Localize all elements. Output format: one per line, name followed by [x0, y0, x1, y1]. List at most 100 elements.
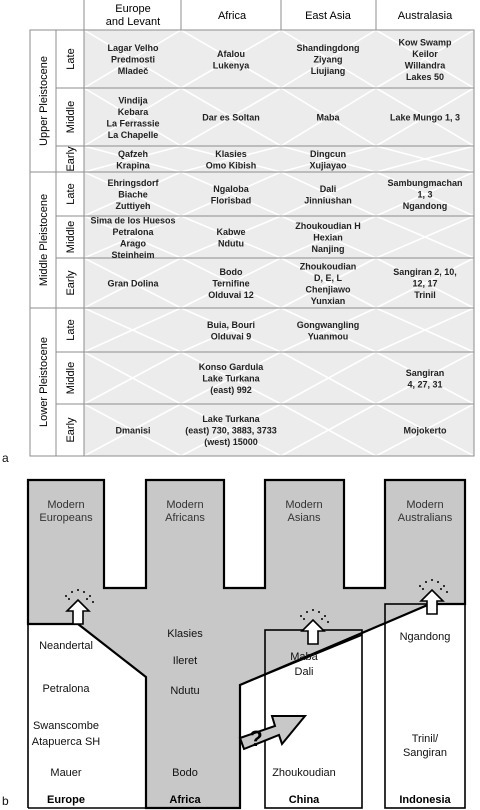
site-name: Steinheim: [111, 250, 154, 260]
fossil-site-label: Petralona: [42, 683, 90, 695]
sparkle-dot: [446, 591, 448, 593]
branch-top-label: Europeans: [39, 512, 93, 524]
site-name: Ziyang: [313, 55, 342, 65]
fossil-site-label: Ndutu: [170, 685, 199, 697]
region-label: Indonesia: [399, 794, 451, 806]
fossil-site-label: Atapuerca SH: [32, 736, 101, 748]
site-name: Ndutu: [218, 238, 244, 248]
site-name: Gongwangling: [297, 320, 360, 330]
site-name: Willandra: [405, 60, 446, 70]
fossil-site-label: Neandertal: [39, 640, 93, 652]
site-name: Afalou: [217, 49, 245, 59]
site-name: Trinil: [414, 290, 436, 300]
sparkle-dot: [324, 615, 326, 617]
sparkle-dot: [327, 621, 329, 623]
col-header-europe-line1: Europe: [115, 3, 150, 15]
region-label: Europe: [47, 794, 85, 806]
site-name: Predmosti: [111, 55, 155, 65]
site-name: Olduvai 9: [211, 331, 252, 341]
site-name: Lukenya: [213, 60, 251, 70]
panel-b-letter: b: [2, 794, 9, 808]
branch-top-label: Modern: [285, 499, 322, 511]
site-name: 4, 27, 31: [407, 379, 442, 389]
regional-continuity-diagram: ? ModernEuropeansEuropeModernAfricansAfr…: [26, 478, 467, 810]
epoch-label: Upper Pleistocene: [38, 56, 50, 146]
col-header-africa: Africa: [218, 10, 247, 22]
panel-a-letter: a: [2, 451, 9, 465]
site-name: Xujiayao: [309, 160, 347, 170]
site-name: Ngaloba: [213, 184, 249, 194]
site-name: Kow Swamp: [398, 37, 452, 47]
site-name: Ternifine: [212, 279, 249, 289]
site-name: Sima de los Huesos: [90, 215, 175, 225]
site-name: Ngandong: [403, 201, 448, 211]
gene-flow-arrow: [419, 588, 445, 615]
branch-top-label: Africans: [165, 512, 205, 524]
site-name: Kabwe: [216, 227, 245, 237]
site-name: Hexian: [313, 233, 343, 243]
sparkle-dot: [83, 591, 85, 593]
site-name: Dar es Soltan: [202, 113, 260, 123]
site-name: Shandingdong: [297, 43, 360, 53]
sparkle-dot: [71, 591, 73, 593]
site-name: Qafzeh: [118, 149, 148, 159]
dispersal-question-mark: ?: [249, 726, 262, 751]
site-name: Florisbad: [211, 195, 252, 205]
site-name: Dali: [320, 184, 337, 194]
site-name: La Ferrassie: [106, 118, 159, 128]
sparkle-dot: [92, 601, 94, 603]
branch-top-label: Modern: [47, 499, 84, 511]
col-header-europe-line2: and Levant: [106, 16, 160, 28]
fossil-site-label: Swanscombe: [33, 720, 99, 732]
subperiod-label: Middle: [65, 221, 77, 253]
dispersal-arrow: [238, 715, 308, 751]
site-name: Mladeč: [118, 66, 149, 76]
fossil-site-label: Sangiran: [403, 747, 447, 759]
site-name: Lagar Velho: [107, 43, 159, 53]
fossil-site-label: Zhoukoudian: [272, 767, 336, 779]
site-name: Kebara: [118, 107, 150, 117]
site-name: Jinniushan: [304, 195, 352, 205]
site-name: Krapina: [116, 160, 151, 170]
fossil-site-label: Ileret: [173, 655, 197, 667]
sparkle-dot: [422, 588, 424, 590]
site-name: Dingcun: [310, 149, 346, 159]
sparkle-dot: [306, 611, 308, 613]
tree-shape: [26, 478, 467, 810]
table-grid: [29, 0, 475, 457]
site-name: Klasies: [215, 149, 247, 159]
site-name: (east) 730, 3883, 3733: [185, 426, 277, 436]
site-name: Yuanmou: [308, 331, 349, 341]
sparkle-dot: [303, 618, 305, 620]
site-name: Sangiran 2, 10,: [393, 267, 457, 277]
indonesia-box: [384, 603, 466, 809]
site-name: D, E, L: [314, 273, 343, 283]
subperiod-label: Late: [65, 183, 77, 204]
site-name: Maba: [316, 113, 340, 123]
sparkle-dot: [86, 598, 88, 600]
site-name: Lake Turkana: [202, 414, 260, 424]
sparkle-dot: [65, 595, 67, 597]
site-name: Lake Mungo 1, 3: [390, 113, 460, 123]
branch-top-label: Australians: [398, 512, 453, 524]
site-name: Arago: [120, 238, 147, 248]
sparkle-dot: [437, 581, 439, 583]
site-name: Vindija: [118, 95, 148, 105]
site-name: Bodo: [220, 267, 243, 277]
site-name: (east) 992: [210, 385, 252, 395]
region-label: China: [289, 794, 320, 806]
site-name: Konso Gardula: [199, 362, 265, 372]
china-branch-edge: [239, 634, 363, 686]
epoch-label: Lower Pleistocene: [38, 337, 50, 427]
sparkle-dot: [68, 598, 70, 600]
site-name: Nanjing: [312, 244, 345, 254]
sparkle-dot: [440, 588, 442, 590]
site-name: Yunxian: [311, 296, 346, 306]
subperiod-label: Middle: [65, 101, 77, 133]
site-name: Sambungmachan: [387, 178, 462, 188]
sparkle-dot: [89, 595, 91, 597]
sparkle-dot: [443, 585, 445, 587]
branch-top-label: Modern: [406, 499, 443, 511]
gene-flow-arrows: [65, 579, 448, 645]
col-header-australasia: Australasia: [398, 10, 453, 22]
